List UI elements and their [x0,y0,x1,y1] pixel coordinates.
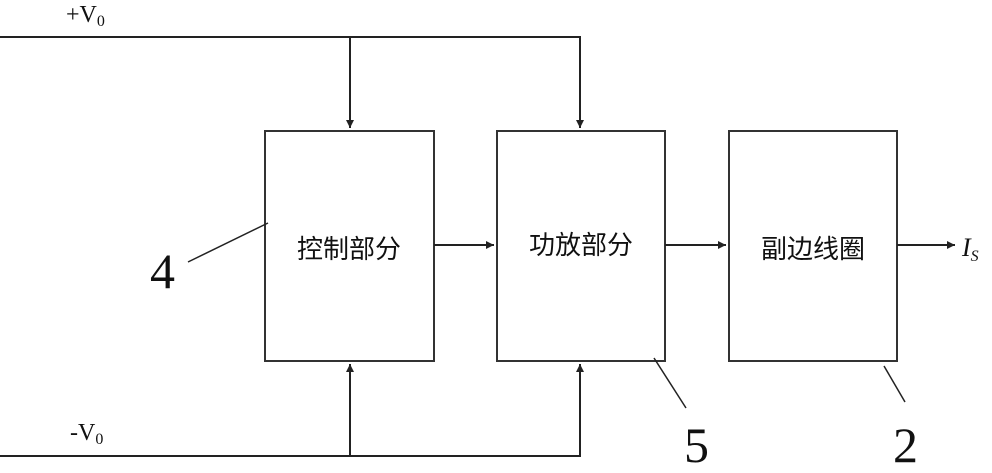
ref-numeral-2: 2 [893,417,918,468]
control-block [264,130,435,362]
reference-leaders [187,222,906,409]
power-amp-block [496,130,666,362]
negative-rail-label: -V0 [70,420,103,448]
power-amp-block-label: 功放部分 [529,231,633,261]
positive-rail-label: +V0 [66,2,105,30]
secondary-coil-block-label: 副边线圈 [761,235,865,265]
ref-numeral-5: 5 [684,417,709,468]
control-block-label: 控制部分 [297,235,401,265]
secondary-coil-block [728,130,898,362]
output-current-label: IS [961,233,979,265]
negative-rail-wire [0,364,584,457]
positive-rail-wire [0,36,584,128]
ref-numeral-4: 4 [150,243,175,299]
